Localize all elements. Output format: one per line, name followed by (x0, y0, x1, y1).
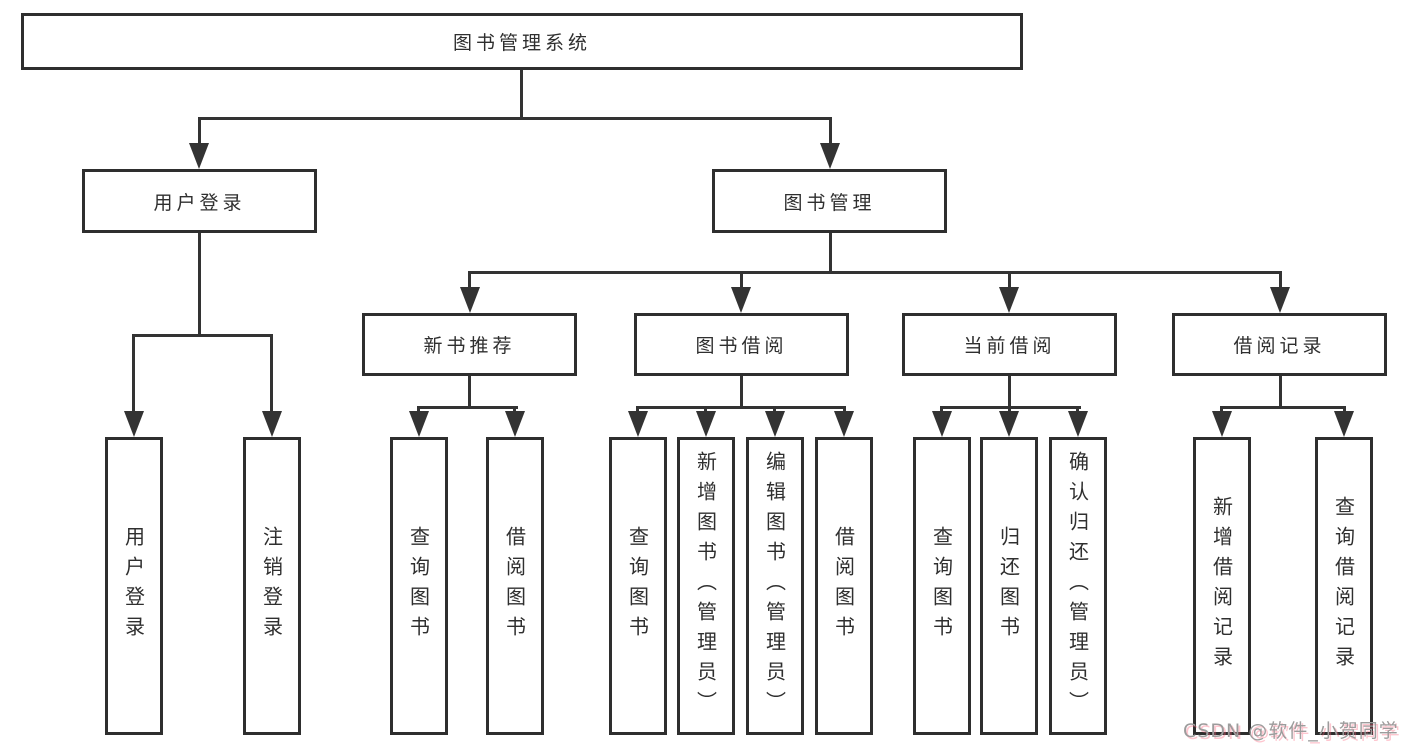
connector-line (198, 233, 201, 337)
arrow-down-icon (1270, 287, 1290, 313)
leaf-query-books-recommend: 查询图书 (390, 437, 448, 735)
connector-line (829, 233, 832, 274)
leaf-add-books-admin: 新增图书（管理员） (677, 437, 735, 735)
connector-line (740, 271, 743, 289)
arrow-down-icon (628, 411, 648, 437)
connector-line (198, 117, 832, 120)
node-current-borrow: 当前借阅 (902, 313, 1117, 376)
arrow-down-icon (124, 411, 144, 437)
leaf-return-books: 归还图书 (980, 437, 1038, 735)
arrow-down-icon (999, 287, 1019, 313)
leaf-user-login: 用户登录 (105, 437, 163, 735)
connector-line (740, 376, 743, 409)
connector-line (513, 406, 516, 414)
connector-line (636, 406, 846, 409)
node-borrow-record: 借阅记录 (1172, 313, 1387, 376)
leaf-logout: 注销登录 (243, 437, 301, 735)
connector-line (1076, 406, 1079, 414)
arrow-down-icon (932, 411, 952, 437)
connector-line (468, 271, 1282, 274)
connector-line (270, 334, 273, 413)
connector-line (1008, 271, 1011, 289)
arrow-down-icon (834, 411, 854, 437)
connector-line (417, 406, 518, 409)
connector-line (417, 406, 420, 414)
arrow-down-icon (1068, 411, 1088, 437)
leaf-borrow-books: 借阅图书 (815, 437, 873, 735)
arrow-down-icon (262, 411, 282, 437)
node-new-book-recommend: 新书推荐 (362, 313, 577, 376)
arrow-down-icon (999, 411, 1019, 437)
connector-line (520, 70, 523, 120)
connector-line (1008, 406, 1011, 414)
leaf-edit-books-admin: 编辑图书（管理员） (746, 437, 804, 735)
arrow-down-icon (409, 411, 429, 437)
connector-line (704, 406, 707, 414)
connector-line (1343, 406, 1346, 414)
csdn-watermark: CSDN @软件_小贺同学 (1183, 720, 1399, 742)
connector-line (1220, 406, 1346, 409)
arrow-down-icon (696, 411, 716, 437)
arrow-down-icon (1212, 411, 1232, 437)
node-root: 图书管理系统 (21, 13, 1023, 70)
arrow-down-icon (765, 411, 785, 437)
connector-line (1220, 406, 1223, 414)
arrow-down-icon (505, 411, 525, 437)
leaf-add-borrow-record: 新增借阅记录 (1193, 437, 1251, 735)
connector-line (468, 271, 471, 289)
leaf-confirm-return-admin: 确认归还（管理员） (1049, 437, 1107, 735)
connector-line (940, 406, 943, 414)
node-user-login: 用户登录 (82, 169, 317, 233)
connector-line (198, 117, 201, 145)
node-book-borrow: 图书借阅 (634, 313, 849, 376)
arrow-down-icon (731, 287, 751, 313)
connector-line (773, 406, 776, 414)
connector-line (636, 406, 639, 414)
arrow-down-icon (460, 287, 480, 313)
connector-line (132, 334, 273, 337)
connector-line (1279, 376, 1282, 409)
connector-line (843, 406, 846, 414)
connector-line (1008, 376, 1011, 409)
connector-line (468, 376, 471, 409)
node-book-management: 图书管理 (712, 169, 947, 233)
arrow-down-icon (1334, 411, 1354, 437)
leaf-borrow-books-recommend: 借阅图书 (486, 437, 544, 735)
connector-line (1279, 271, 1282, 289)
leaf-query-books-borrow: 查询图书 (609, 437, 667, 735)
arrow-down-icon (189, 143, 209, 169)
leaf-query-borrow-record: 查询借阅记录 (1315, 437, 1373, 735)
arrow-down-icon (820, 143, 840, 169)
connector-line (829, 117, 832, 145)
connector-line (132, 334, 135, 413)
leaf-query-books-current: 查询图书 (913, 437, 971, 735)
